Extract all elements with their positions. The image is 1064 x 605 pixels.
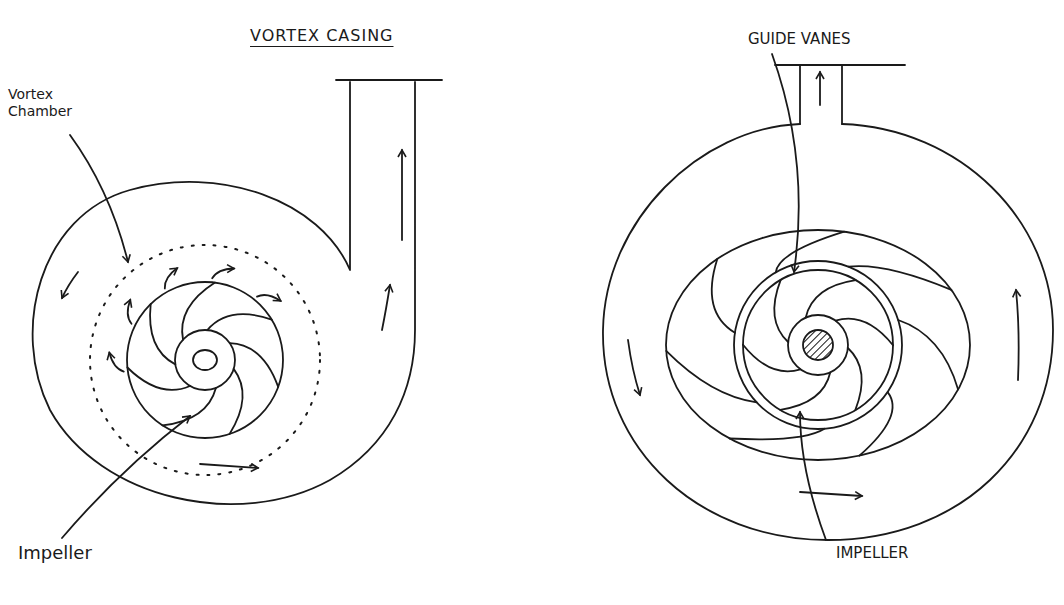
- outlet-flange: [336, 79, 442, 81]
- impeller-rim: [743, 270, 893, 420]
- leader-line: [70, 135, 128, 262]
- impeller-vane: [848, 348, 862, 410]
- outlet-pipe: [799, 66, 801, 124]
- impeller-vane: [182, 283, 215, 340]
- flow-arrow: [1016, 290, 1019, 380]
- flow-arrow: [382, 285, 390, 330]
- flow-arrow: [212, 269, 234, 279]
- leader-line: [772, 54, 799, 272]
- figure-heading: VORTEX CASING: [250, 26, 394, 45]
- flow-arrow: [628, 340, 640, 395]
- impeller-vane: [230, 369, 243, 434]
- impeller-eye: [193, 350, 217, 370]
- outlet-flange: [775, 64, 905, 66]
- impeller-vane: [743, 345, 801, 372]
- impeller-vane: [127, 368, 190, 390]
- impeller-vane: [780, 372, 830, 410]
- guide-vane: [776, 232, 844, 273]
- impeller-vane: [207, 314, 271, 330]
- guide-vanes: [666, 232, 958, 456]
- guide-vane: [666, 351, 756, 402]
- guide-vane: [859, 392, 892, 456]
- part-label: Vortex Chamber: [8, 86, 88, 120]
- part-label: Impeller: [18, 542, 92, 564]
- part-label: IMPELLER: [836, 544, 909, 562]
- leader-line: [800, 412, 826, 540]
- guide-vane-ring: [666, 230, 970, 460]
- outlet-pipe: [841, 66, 843, 124]
- impeller-hub: [788, 315, 848, 375]
- guide-vane: [712, 259, 735, 333]
- vortex-chamber-boundary: [90, 245, 320, 475]
- impeller-vane: [230, 343, 278, 387]
- guide-vane: [729, 429, 824, 440]
- flow-arrow: [819, 72, 821, 105]
- flow-arrow: [109, 353, 124, 372]
- flow-arrow: [800, 492, 862, 496]
- impeller-vane: [150, 304, 175, 364]
- flow-arrows: [109, 268, 280, 372]
- impeller-vanes: [743, 280, 893, 410]
- diffuser-inner-ring: [734, 261, 902, 429]
- impeller-vane: [774, 280, 788, 342]
- flow-arrow: [62, 272, 78, 298]
- guide-vane: [898, 320, 958, 390]
- leader-line: [62, 416, 190, 538]
- guide-vane: [848, 266, 951, 290]
- flow-arrow: [165, 268, 178, 288]
- flow-arrow: [257, 295, 281, 301]
- volute-casing: [33, 82, 415, 504]
- shaft: [803, 330, 833, 360]
- casing-with-outlet: [603, 124, 1053, 540]
- impeller-vanes: [127, 283, 278, 434]
- impeller-rim: [127, 282, 283, 438]
- impeller-vane: [163, 388, 216, 426]
- impeller-vane: [806, 280, 856, 318]
- impeller-hub: [175, 330, 235, 390]
- flow-arrow: [401, 150, 403, 240]
- part-label: GUIDE VANES: [748, 30, 851, 48]
- impeller-vane: [836, 319, 894, 346]
- flow-arrow: [128, 300, 132, 324]
- flow-arrow: [200, 464, 258, 468]
